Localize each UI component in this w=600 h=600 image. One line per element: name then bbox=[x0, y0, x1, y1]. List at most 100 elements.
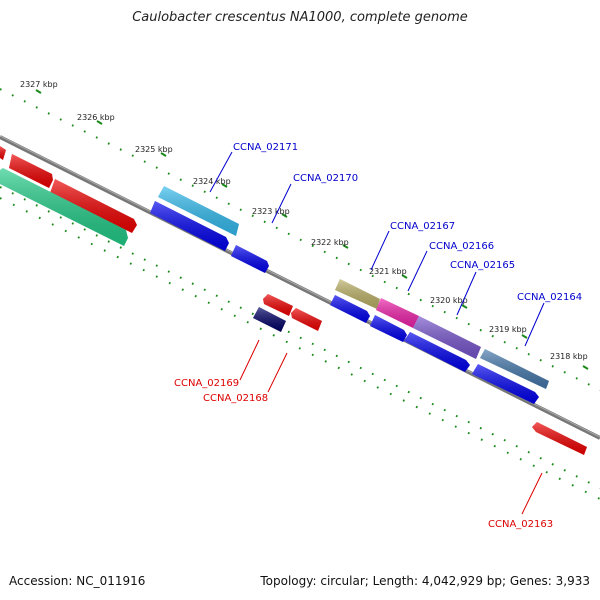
feature-red-2[interactable] bbox=[9, 154, 53, 188]
gene-CCNA_02167[interactable] bbox=[335, 279, 380, 309]
tick-dot bbox=[23, 100, 26, 103]
tick-dot bbox=[311, 244, 314, 248]
tick-dot bbox=[259, 327, 262, 331]
tick-dot bbox=[71, 222, 74, 225]
gene-label-CCNA_02166[interactable]: CCNA_02166 bbox=[429, 241, 494, 252]
cds-blue-3[interactable] bbox=[404, 332, 470, 372]
tick-dot bbox=[207, 301, 210, 304]
tick-dot bbox=[545, 471, 548, 474]
cds-blue-4[interactable] bbox=[472, 364, 539, 404]
tick-dot bbox=[11, 192, 14, 195]
gene-label-CCNA_02164[interactable]: CCNA_02164 bbox=[517, 292, 582, 303]
tick-dot bbox=[454, 425, 457, 428]
feature-green[interactable] bbox=[0, 168, 128, 246]
gene-CCNA_02169[interactable] bbox=[253, 307, 286, 332]
tick-dot bbox=[275, 226, 278, 230]
tick-dot bbox=[38, 216, 41, 220]
gene-CCNA_02171[interactable] bbox=[158, 186, 239, 236]
tick-dot bbox=[402, 399, 405, 402]
tick-dot bbox=[168, 281, 171, 285]
gene-CCNA_02168[interactable] bbox=[263, 294, 293, 316]
gene-CCNA_02166[interactable] bbox=[376, 298, 419, 328]
tick-label: 2324 kbp bbox=[193, 177, 231, 186]
tick-9: 2319 kbp bbox=[489, 325, 528, 339]
tick-dot bbox=[251, 312, 254, 316]
genome-summary: Topology: circular; Length: 4,042,929 bp… bbox=[260, 574, 590, 588]
tick-dot bbox=[83, 228, 86, 231]
tick-dot bbox=[467, 322, 470, 326]
tick-dot bbox=[323, 348, 326, 352]
tick-dot bbox=[47, 112, 50, 115]
tick-dot bbox=[551, 365, 554, 368]
tick-dot bbox=[298, 347, 301, 350]
tick-dot bbox=[491, 334, 494, 338]
tick-dot bbox=[335, 256, 338, 260]
tick-dot bbox=[311, 353, 314, 357]
tick-dot bbox=[428, 412, 431, 415]
gene-label-CCNA_02171[interactable]: CCNA_02171 bbox=[233, 142, 298, 153]
tick-dot bbox=[35, 204, 38, 207]
tick-label: 2323 kbp bbox=[252, 207, 290, 216]
tick-dot bbox=[51, 223, 54, 226]
tick-dot bbox=[347, 360, 350, 364]
tick-dot bbox=[527, 450, 530, 454]
tick-dot bbox=[350, 373, 353, 376]
tick-dot bbox=[220, 307, 223, 311]
gene-label-CCNA_02168[interactable]: CCNA_02168 bbox=[203, 393, 268, 404]
tick-dot bbox=[272, 334, 275, 337]
tick-dot bbox=[431, 304, 434, 308]
tick-dot bbox=[503, 438, 506, 442]
gene-label-CCNA_02167[interactable]: CCNA_02167 bbox=[390, 221, 455, 232]
tick-dot bbox=[181, 288, 184, 291]
tick-dot bbox=[443, 310, 446, 314]
gene-label-CCNA_02170[interactable]: CCNA_02170 bbox=[293, 173, 358, 184]
tick-6: 2322 kbp bbox=[311, 238, 349, 249]
gene-CCNA_02165[interactable] bbox=[413, 316, 481, 359]
tick-dot bbox=[59, 216, 62, 219]
tick-dot bbox=[131, 154, 134, 157]
map-title: Caulobacter crescentus NA1000, complete … bbox=[132, 10, 468, 25]
tick-dot bbox=[419, 396, 422, 400]
tick-dots-far bbox=[0, 197, 600, 500]
tick-dot bbox=[563, 371, 566, 374]
tick-dot bbox=[506, 451, 509, 454]
tick-dot bbox=[515, 444, 518, 448]
tick-dot bbox=[25, 210, 28, 213]
tick-dot bbox=[107, 142, 110, 145]
tick-dot bbox=[11, 94, 14, 97]
tick-dot bbox=[287, 232, 290, 236]
tick-dot bbox=[71, 124, 74, 127]
tick-dot bbox=[107, 240, 110, 243]
tick-dot bbox=[227, 202, 230, 206]
tick-label: 2320 kbp bbox=[430, 296, 468, 305]
tick-dot bbox=[77, 236, 80, 239]
tick-label: 2322 kbp bbox=[311, 238, 349, 247]
gene-CCNA_02163[interactable] bbox=[532, 422, 587, 455]
tick-dot bbox=[532, 464, 535, 468]
gene-label-CCNA_02169[interactable]: CCNA_02169 bbox=[174, 378, 239, 389]
gene-label-CCNA_02163[interactable]: CCNA_02163 bbox=[488, 519, 553, 530]
feature-red-1[interactable] bbox=[0, 146, 6, 160]
feature-red-3[interactable] bbox=[50, 179, 137, 233]
tick-dot bbox=[575, 475, 578, 478]
tick-dot bbox=[415, 405, 418, 409]
tick-dot bbox=[575, 377, 578, 380]
tick-dot bbox=[116, 255, 119, 259]
gene-label-CCNA_02165[interactable]: CCNA_02165 bbox=[450, 260, 515, 271]
tick-dot bbox=[215, 294, 218, 298]
gene-CCNA_02171-cds[interactable] bbox=[150, 201, 229, 251]
tick-label: 2319 kbp bbox=[489, 325, 527, 334]
tick-dot bbox=[419, 298, 422, 302]
tick-dot bbox=[467, 420, 470, 424]
tick-dot bbox=[515, 346, 518, 350]
tick-dot bbox=[119, 148, 122, 151]
tick-dot bbox=[299, 238, 302, 242]
cds-blue-2[interactable] bbox=[370, 315, 407, 342]
feature-red-small[interactable] bbox=[291, 308, 322, 331]
gene-CCNA_02164[interactable] bbox=[480, 349, 549, 389]
cds-blue-1[interactable] bbox=[330, 295, 370, 323]
gene-CCNA_02170[interactable] bbox=[231, 245, 269, 273]
tick-dot bbox=[95, 234, 98, 237]
tick-dot bbox=[455, 316, 458, 320]
